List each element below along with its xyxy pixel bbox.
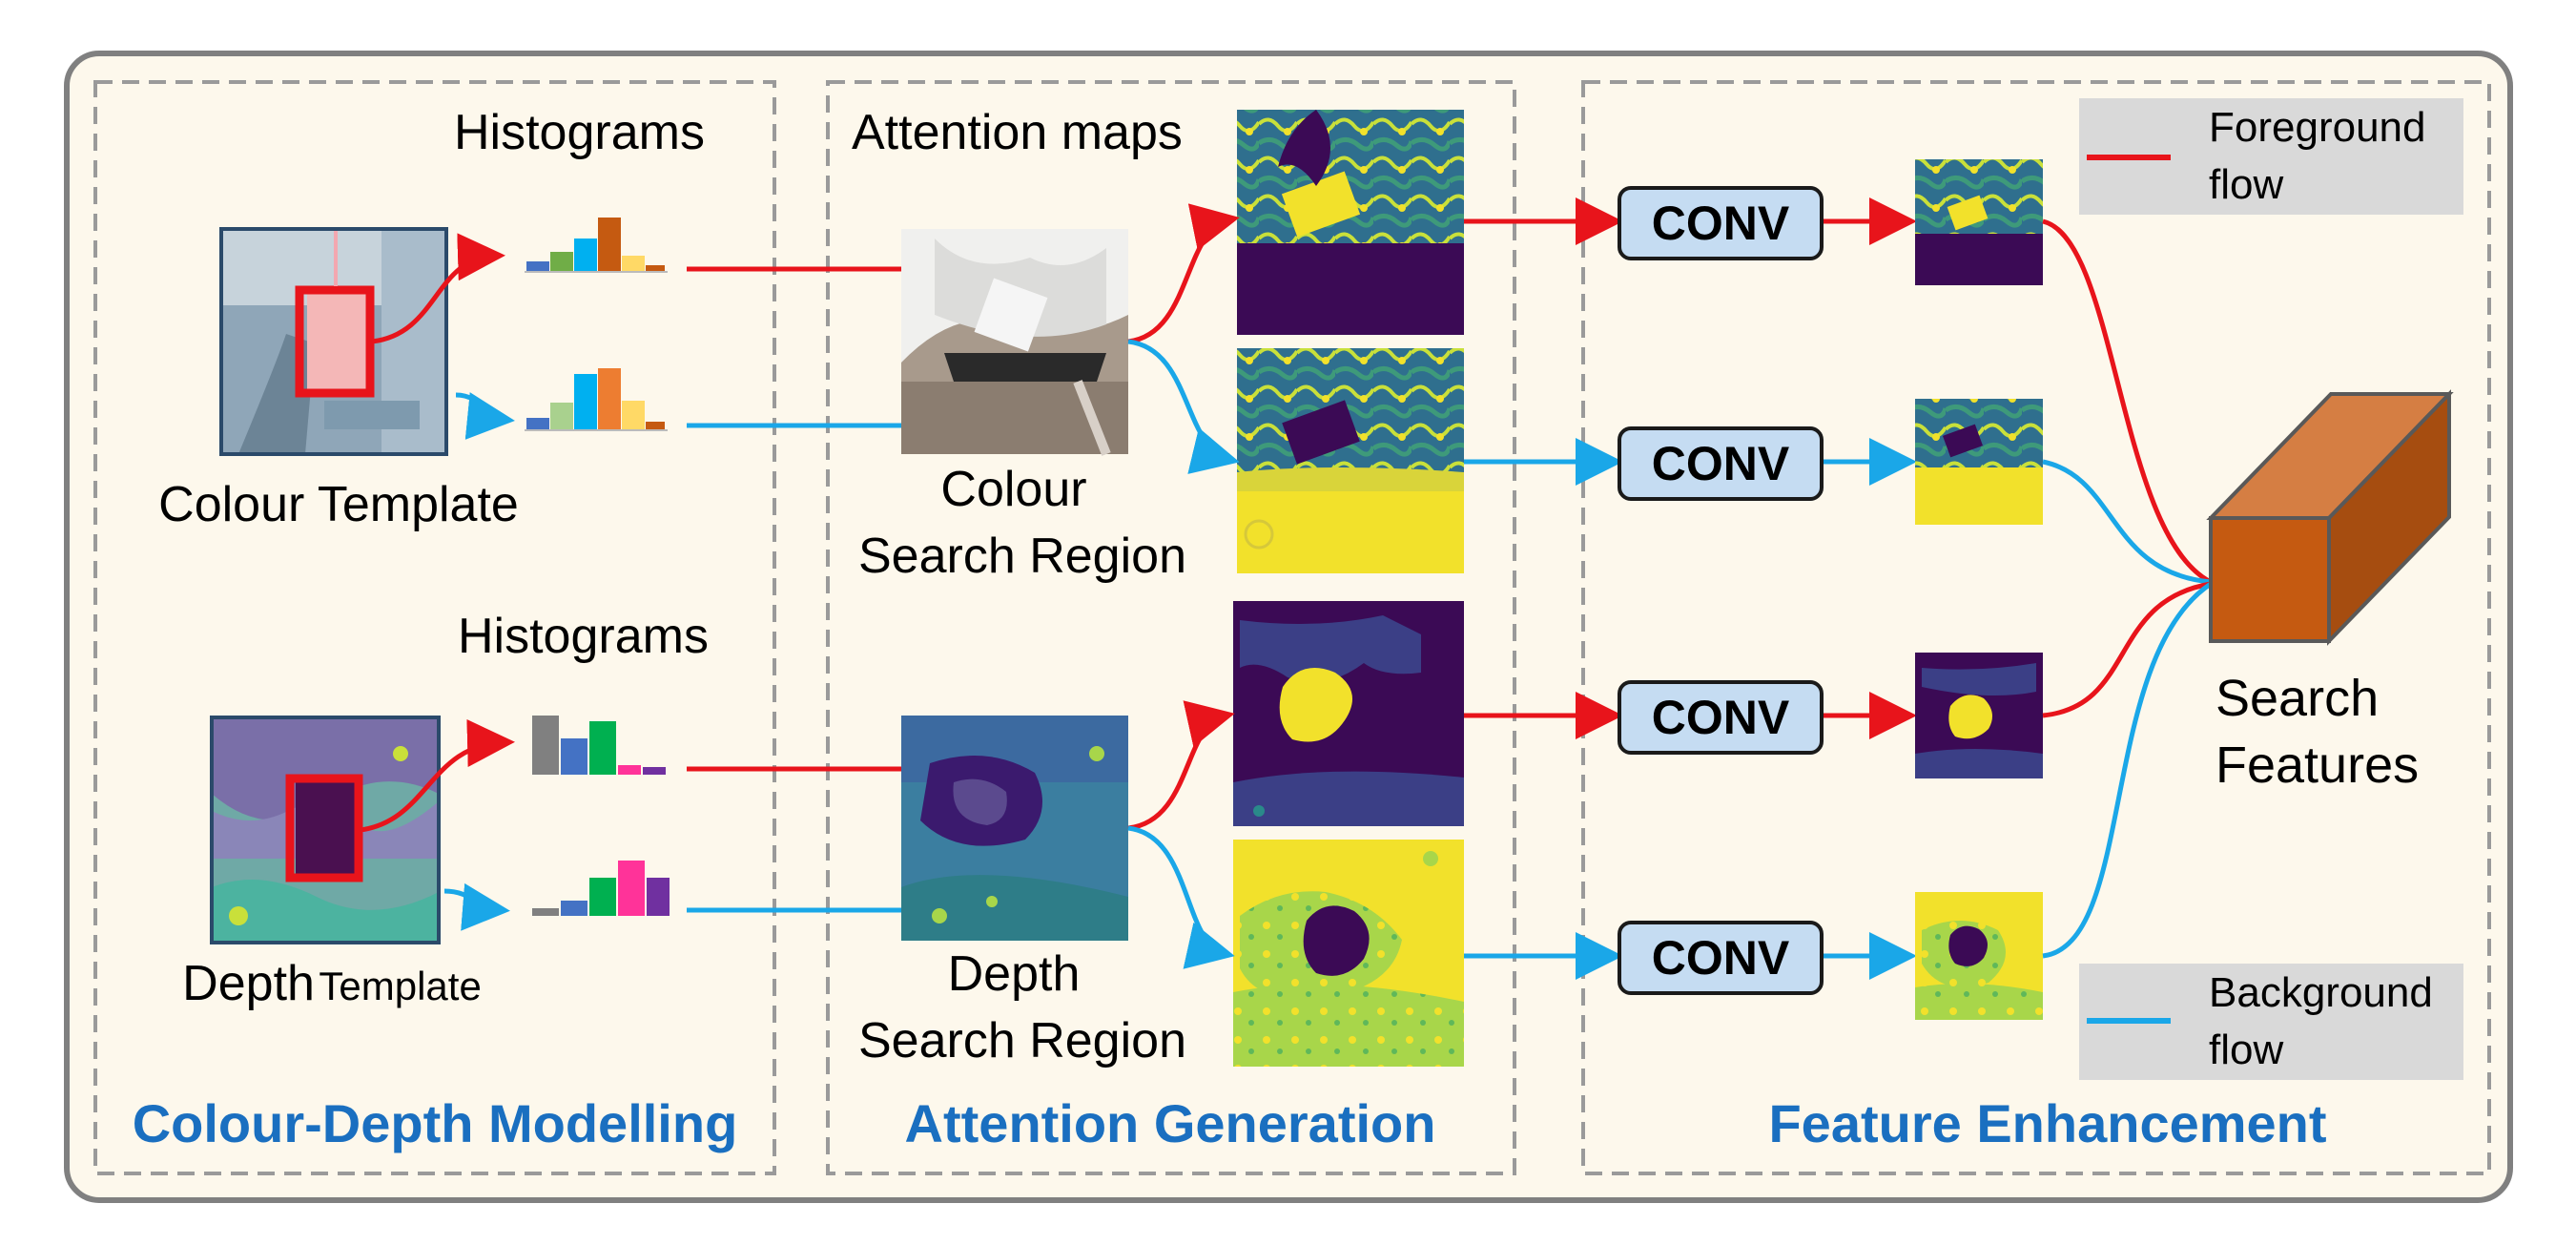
depth-template-label: Depth Template bbox=[182, 954, 482, 1013]
section-title-attention: Attention Generation bbox=[904, 1093, 1436, 1153]
conv-block-4: CONV bbox=[1618, 921, 1824, 995]
colour-template-image bbox=[219, 227, 448, 456]
colour-search-label-1: Colour bbox=[940, 462, 1087, 517]
colour-search-region-image bbox=[901, 229, 1128, 456]
depth-template-label-small: Template bbox=[319, 964, 482, 1008]
histograms-bottom-label: Histograms bbox=[458, 609, 709, 664]
colour-search-label-2: Search Region bbox=[858, 529, 1186, 584]
output-map-2 bbox=[1915, 399, 2043, 525]
flow-out2-to-features bbox=[2042, 459, 2212, 585]
arrow-colour-template-bg bbox=[455, 392, 515, 440]
conv-block-1: CONV bbox=[1618, 186, 1824, 260]
depth-search-label-2: Search Region bbox=[858, 1013, 1186, 1069]
arrow-colour-search-to-bg-map bbox=[1127, 339, 1240, 474]
output-map-4 bbox=[1915, 892, 2043, 1020]
attention-map-depth-fg bbox=[1233, 601, 1464, 826]
flow-out4-to-features bbox=[2042, 581, 2213, 959]
depth-search-label-1: Depth bbox=[947, 946, 1081, 1002]
arrow-depth-template-bg bbox=[443, 882, 510, 931]
arrow-depth-template-fg bbox=[360, 719, 515, 833]
legend-background-text-1: Background bbox=[2209, 969, 2433, 1016]
modelling-section-box bbox=[93, 80, 776, 1175]
arrow-colour-template-fg bbox=[371, 233, 505, 344]
histogram-depth-fg bbox=[532, 716, 666, 775]
output-map-3 bbox=[1915, 653, 2043, 778]
attention-map-depth-bg bbox=[1233, 840, 1464, 1067]
flow-out1-to-features bbox=[2042, 218, 2213, 585]
depth-template-image bbox=[210, 716, 441, 944]
legend-foreground-text-2: flow bbox=[2209, 161, 2284, 208]
depth-template-label-main: Depth bbox=[182, 956, 315, 1011]
legend-foreground-text-1: Foreground bbox=[2209, 104, 2426, 151]
attention-map-colour-fg bbox=[1237, 110, 1464, 335]
histograms-top-label: Histograms bbox=[454, 105, 705, 160]
histogram-colour-bg bbox=[525, 368, 668, 431]
search-features-label-1: Search bbox=[2215, 670, 2380, 727]
arrow-depth-search-to-bg-map bbox=[1127, 825, 1235, 969]
section-title-modelling: Colour-Depth Modelling bbox=[132, 1093, 738, 1153]
arrow-colour-search-to-fg-map bbox=[1127, 203, 1240, 344]
section-title-enhancement: Feature Enhancement bbox=[1768, 1093, 2327, 1153]
legend-background-text-2: flow bbox=[2209, 1027, 2284, 1073]
arrow-depth-search-to-fg-map bbox=[1127, 700, 1235, 831]
flow-out3-to-features bbox=[2042, 581, 2212, 718]
output-map-1 bbox=[1915, 159, 2043, 285]
attention-section-box bbox=[826, 80, 1516, 1175]
conv-block-3: CONV bbox=[1618, 680, 1824, 755]
enhancement-section-box bbox=[1581, 80, 2491, 1175]
search-features-label-2: Features bbox=[2215, 737, 2420, 794]
histogram-depth-bg bbox=[532, 861, 670, 916]
histogram-colour-fg bbox=[525, 218, 668, 273]
attention-map-colour-bg bbox=[1237, 348, 1464, 573]
colour-template-label: Colour Template bbox=[158, 477, 519, 532]
search-features-cube bbox=[2206, 389, 2454, 646]
conv-block-2: CONV bbox=[1618, 426, 1824, 501]
depth-search-region-image bbox=[901, 716, 1128, 941]
attention-maps-label: Attention maps bbox=[852, 105, 1183, 160]
